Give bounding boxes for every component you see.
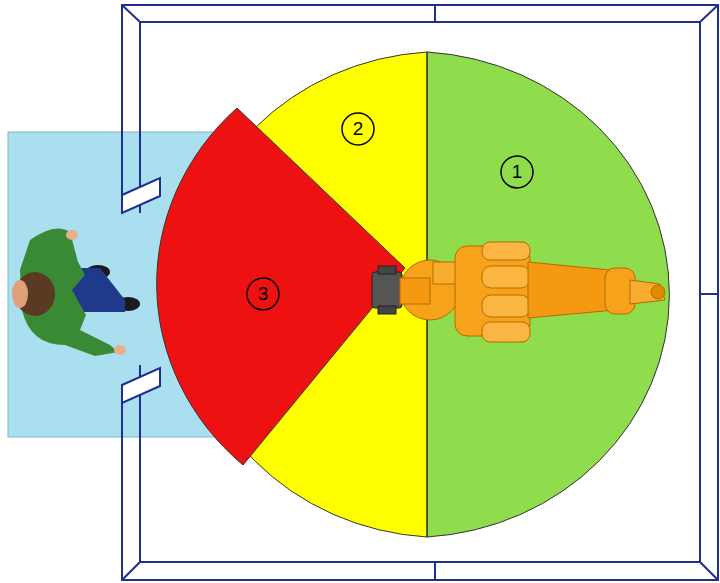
callout-number: 2 [343, 114, 373, 144]
safety-fence [122, 5, 718, 580]
callout-number: 1 [502, 157, 532, 187]
callout-number: 3 [248, 279, 278, 309]
operator [12, 228, 140, 356]
callout-circle [247, 278, 279, 310]
callout-circle [501, 156, 533, 188]
zone-red [157, 108, 405, 465]
callout-circle [342, 113, 374, 145]
zone-green [427, 52, 669, 537]
robot-arm [372, 242, 665, 342]
